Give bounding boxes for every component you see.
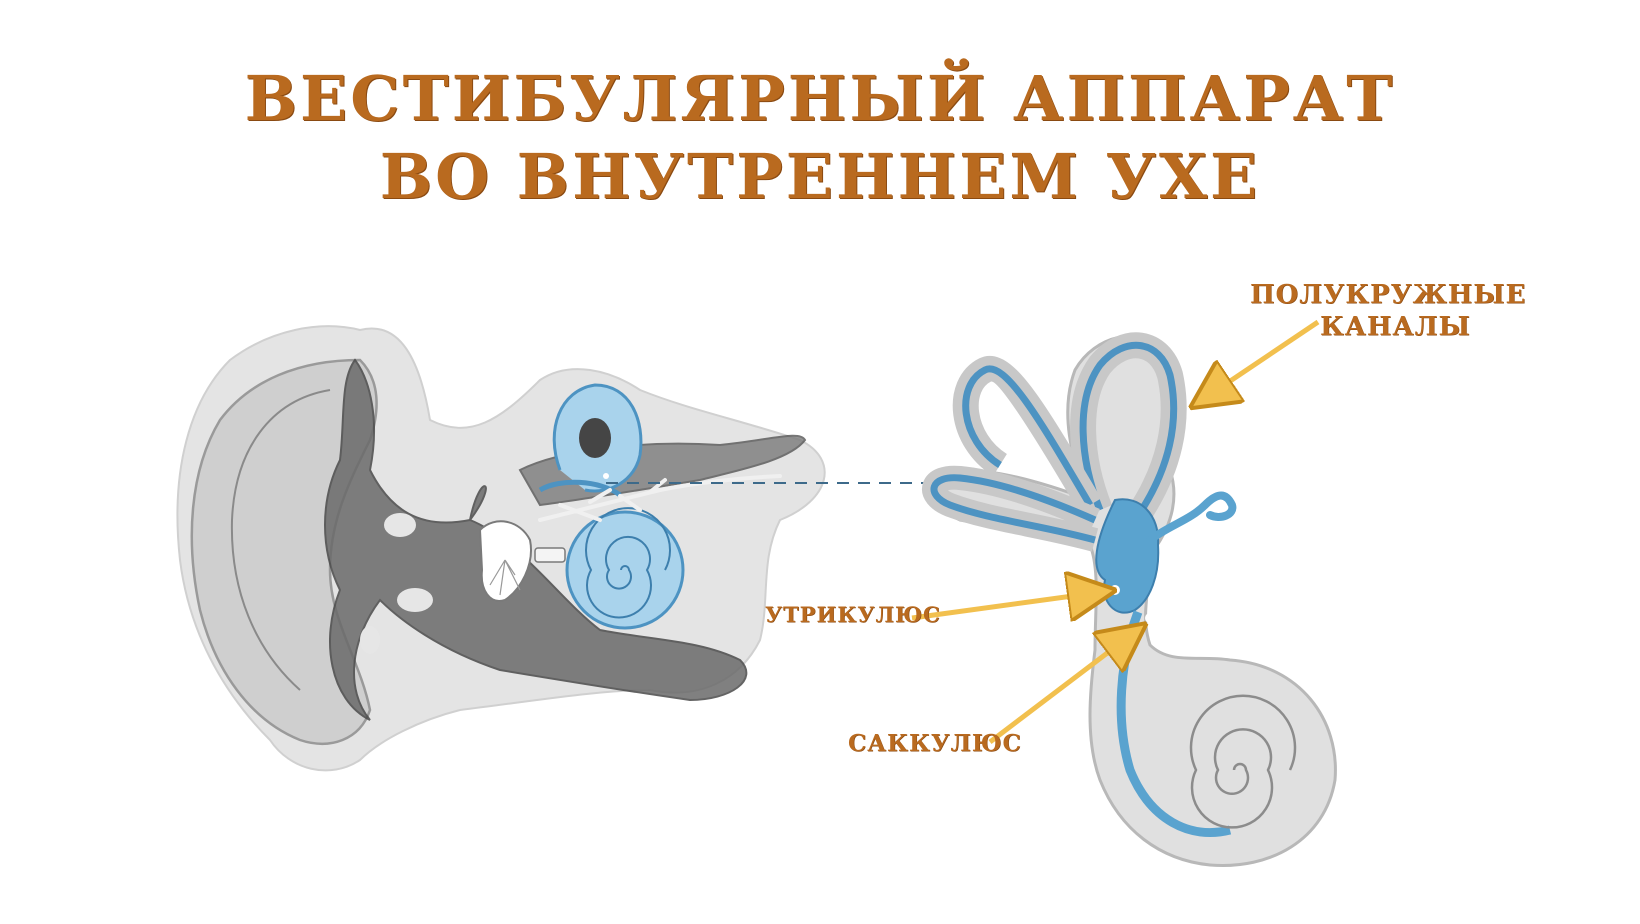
page-title-line2: ВО ВНУТРЕННЕМ УХЕ <box>379 140 1261 213</box>
cochlea-spiral <box>585 507 671 619</box>
utricle-arrow <box>911 592 1102 618</box>
label-saccule: САККУЛЮС <box>848 730 1022 757</box>
saccule-dot <box>1145 613 1155 623</box>
ear-canal-bone <box>324 358 748 721</box>
label-utricle: УТРИКУЛЮС <box>765 602 941 627</box>
vestibular-nerve <box>538 474 782 522</box>
canals-arrow <box>1202 319 1320 400</box>
inner-ear-enlarged <box>922 332 1337 868</box>
bone-cavity <box>384 513 416 537</box>
bone-cavity <box>397 588 433 612</box>
cochlea-spiral-enlarged <box>1189 694 1297 829</box>
bone-cavity <box>360 626 380 654</box>
page-title-line1: ВЕСТИБУЛЯРНЫЙ АППАРАТ <box>244 62 1396 135</box>
label-semicircular-canals: ПОЛУКРУЖНЫЕ <box>1250 280 1527 310</box>
utricle-dot <box>1110 585 1120 595</box>
vestibule-dot <box>603 473 609 479</box>
canal-opening <box>579 418 611 458</box>
cochlea-small <box>565 510 685 630</box>
label-semicircular-canals-2: КАНАЛЫ <box>1320 312 1471 342</box>
endolymphatic-duct <box>1146 491 1237 544</box>
ossicles <box>478 520 566 602</box>
inner-ear-left <box>538 383 685 630</box>
outer-ear-cross-section <box>176 325 826 772</box>
saccule-arrow <box>988 632 1135 744</box>
auricle-fold <box>230 389 331 691</box>
